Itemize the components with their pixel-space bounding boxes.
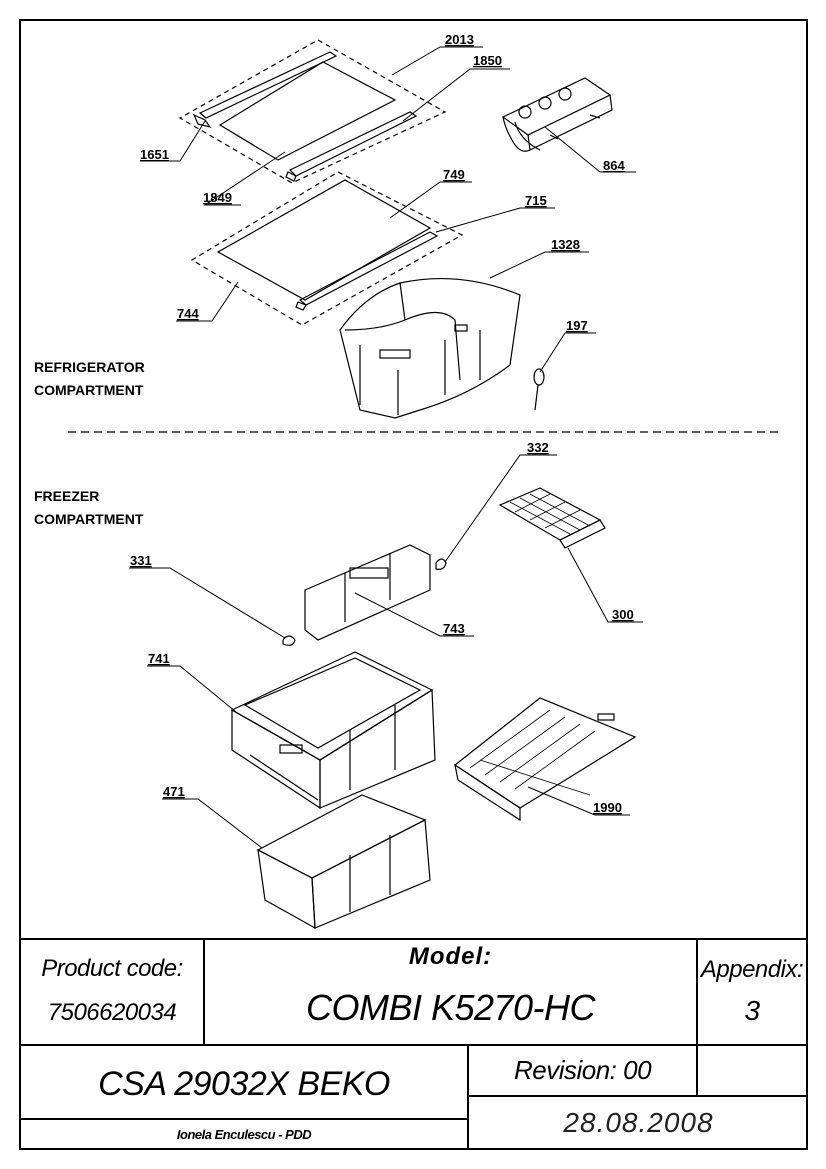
shelf-group-2013-outline [178,39,447,184]
title-block-author-border [19,1118,468,1120]
leader-lines [129,46,643,849]
callout-1990: 1990 [593,800,622,815]
shelf-trim-715 [295,231,439,311]
callout-1651: 1651 [140,147,169,162]
model-label: Model: [408,943,493,970]
model-value: COMBI K5270-HC [305,987,596,1028]
hinge-331 [282,635,296,646]
title-block-divider-4 [696,1044,698,1096]
ice-tray-300 [498,487,606,549]
callout-1849: 1849 [203,190,232,205]
refrigerator-label-line2: COMPARTMENT [34,382,144,398]
appendix-label: Appendix: [700,956,804,983]
drawing-frame [19,19,808,1150]
callout-744: 744 [177,306,199,321]
callout-332: 332 [527,440,549,455]
title-block-divider-1 [203,938,205,1045]
crisper-box-1328 [339,277,521,419]
callout-743: 743 [443,621,465,636]
callout-2013: 2013 [445,32,474,47]
title-block-divider-3 [467,1044,469,1150]
freezer-drawer-471 [256,794,431,930]
appendix-value: 3 [744,995,760,1026]
callout-471: 471 [163,784,185,799]
egg-tray-864 [501,77,613,152]
freezer-label-line2: COMPARTMENT [34,511,144,527]
grille-tray-1990 [453,697,637,822]
hinge-332 [435,558,447,570]
callout-749: 749 [443,167,465,182]
freezer-flap-743 [304,544,431,641]
sheet-name: CSA 29032X BEKO [98,1064,390,1103]
refrigerator-label-line1: REFRIGERATOR [34,359,145,375]
title-block-lower-border [467,1095,808,1097]
date-label: 28.08.2008 [563,1107,714,1138]
glass-shelf-749 [216,179,432,301]
callout-1328: 1328 [551,237,580,252]
callout-1850: 1850 [473,53,502,68]
product-code-value: 7506620034 [47,999,177,1026]
freezer-label-line1: FREEZER [34,488,99,504]
author-label: Ionela Enculescu - PDD [176,1126,312,1142]
glass-shelf-1849 [218,61,397,161]
callout-715: 715 [525,193,547,208]
title-block-top-border [19,938,808,940]
pin-197 [533,368,545,411]
callout-300: 300 [612,607,634,622]
callout-197: 197 [566,318,588,333]
shelf-trim-1850 [192,51,418,182]
callout-741: 741 [148,651,170,666]
revision-label: Revision: 00 [513,1055,652,1085]
product-code-label: Product code: [41,955,183,982]
freezer-drawer-741 [230,651,436,810]
callout-331: 331 [130,553,152,568]
title-block-divider-2 [696,938,698,1045]
shelf-group-744-outline [190,171,464,326]
title-block-mid-border [19,1044,808,1046]
callout-864: 864 [603,158,625,173]
callout-labels: 2013 1850 1651 1849 864 749 715 744 1328… [130,32,634,815]
